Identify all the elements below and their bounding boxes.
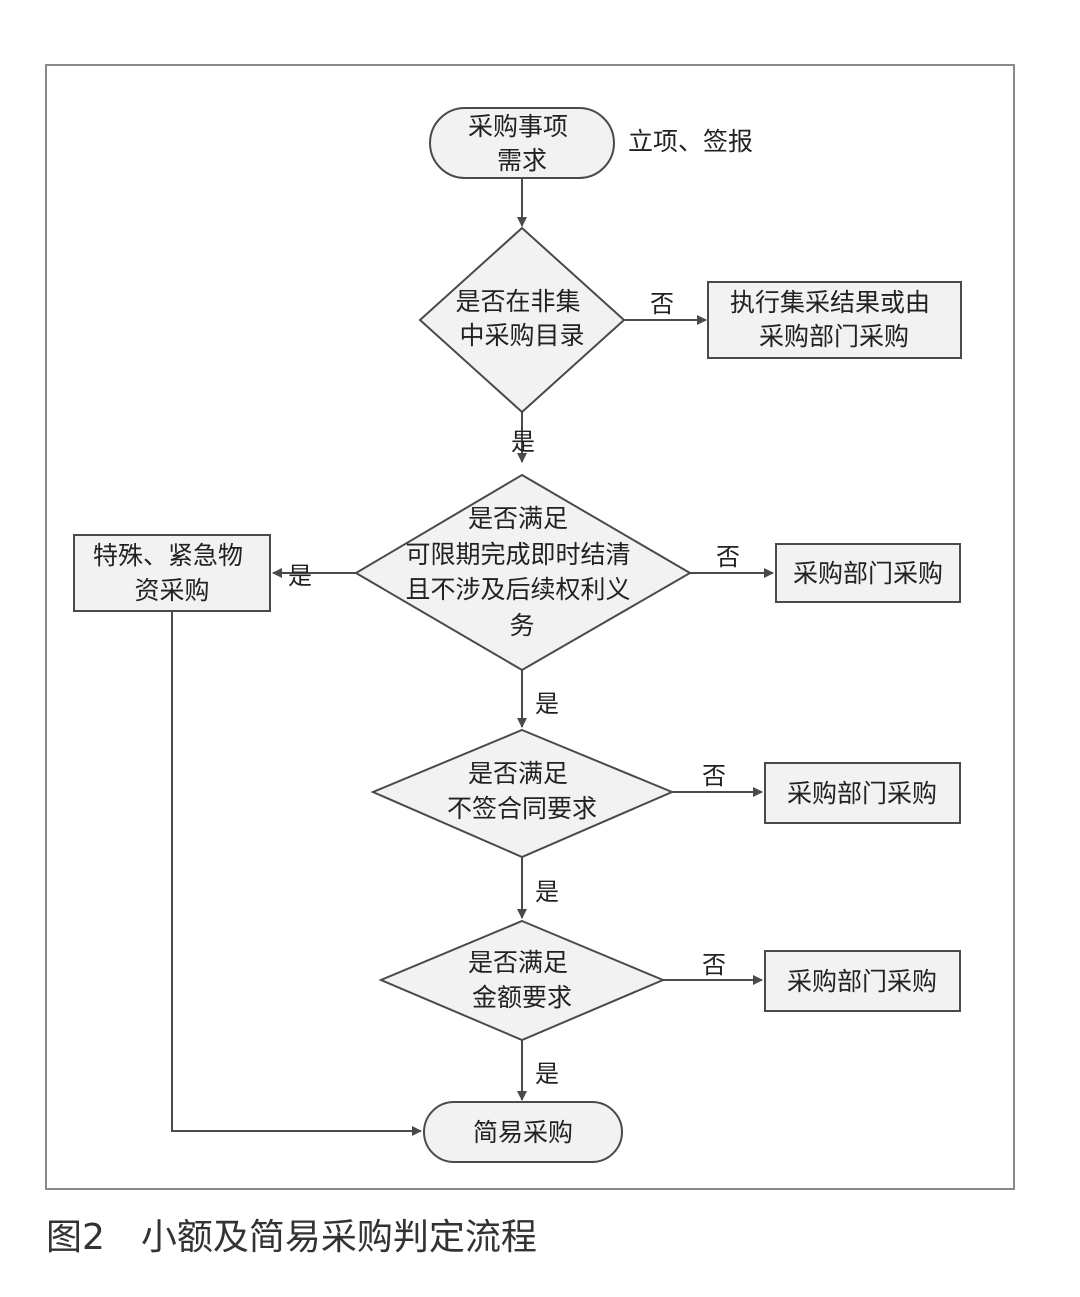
d4-no-box	[764, 950, 961, 1012]
d3-no-box-text: 采购部门采购	[787, 779, 937, 808]
start-note: 立项、签报	[628, 127, 753, 156]
special-box	[73, 534, 271, 612]
d1-no-box-line-2: 采购部门采购	[759, 322, 909, 351]
svg-text:是否满足 可限期完成即时结清 且不涉及后续权: 是否满足 可限期完成即时结清 且不涉及后续权利义 务	[406, 504, 639, 640]
decision-3-line-1: 是否满足	[468, 759, 568, 788]
start-terminator	[429, 107, 615, 179]
d3-no-label: 否	[702, 762, 726, 790]
d1-no-label: 否	[650, 290, 674, 318]
decision-1-line-1: 是否在非集	[456, 287, 581, 316]
d1-yes-label: 是	[511, 428, 535, 456]
diagram-frame	[45, 64, 1015, 1190]
decision-4	[378, 919, 666, 1042]
special-box-line-2: 资采购	[134, 576, 209, 605]
svg-text:采购事项 需求: 采购事项 需求	[468, 112, 576, 175]
end-terminator	[423, 1101, 623, 1163]
decision-3-line-2: 不签合同要求	[447, 794, 597, 823]
svg-text:是否满足 金额要求: 是否满足 金额要求	[468, 948, 576, 1012]
edge-special-end	[171, 611, 422, 1136]
decision-1-line-2: 中采购目录	[459, 321, 584, 350]
d2-yes-label: 是	[535, 690, 559, 718]
decision-4-line-1: 是否满足	[468, 948, 568, 977]
d2-no-box-text: 采购部门采购	[793, 559, 943, 588]
svg-text:是否在非集 中采购目录: 是否在非集 中采购目录	[456, 287, 589, 350]
d3-no-box	[764, 762, 961, 824]
svg-text:是否满足 不签合同要求: 是否满足 不签合同要求	[447, 759, 597, 823]
decision-3	[370, 728, 675, 859]
decision-2-line-1: 是否满足	[468, 504, 568, 533]
decision-2-line-4: 务	[509, 611, 534, 640]
decision-1	[418, 226, 626, 414]
special-box-line-1: 特殊、紧急物	[93, 541, 243, 570]
figure-caption: 图2 小额及简易采购判定流程	[46, 1217, 537, 1258]
svg-text:执行集采结果或由 采购部门采购: 执行集采结果或由 采购部门采购	[730, 288, 938, 351]
d2-no-box	[775, 543, 961, 603]
d4-no-box-text: 采购部门采购	[787, 967, 937, 996]
decision-2	[354, 473, 692, 672]
decision-2-line-3: 且不涉及后续权利义	[406, 575, 631, 604]
start-text-line-2: 需求	[497, 146, 547, 175]
d1-no-box	[707, 281, 962, 359]
d4-yes-label: 是	[535, 1060, 559, 1088]
decision-4-line-2: 金额要求	[472, 983, 572, 1012]
svg-text:特殊、紧急物 资采购: 特殊、紧急物 资采购	[93, 541, 251, 605]
end-text: 简易采购	[473, 1118, 573, 1147]
d2-no-label: 否	[716, 543, 740, 571]
d2-yes-special-label: 是	[288, 562, 312, 590]
start-text-line-1: 采购事项	[468, 112, 568, 141]
d3-yes-label: 是	[535, 878, 559, 906]
d4-no-label: 否	[702, 951, 726, 979]
d1-no-box-line-1: 执行集采结果或由	[730, 288, 930, 317]
decision-2-line-2: 可限期完成即时结清	[406, 540, 631, 569]
